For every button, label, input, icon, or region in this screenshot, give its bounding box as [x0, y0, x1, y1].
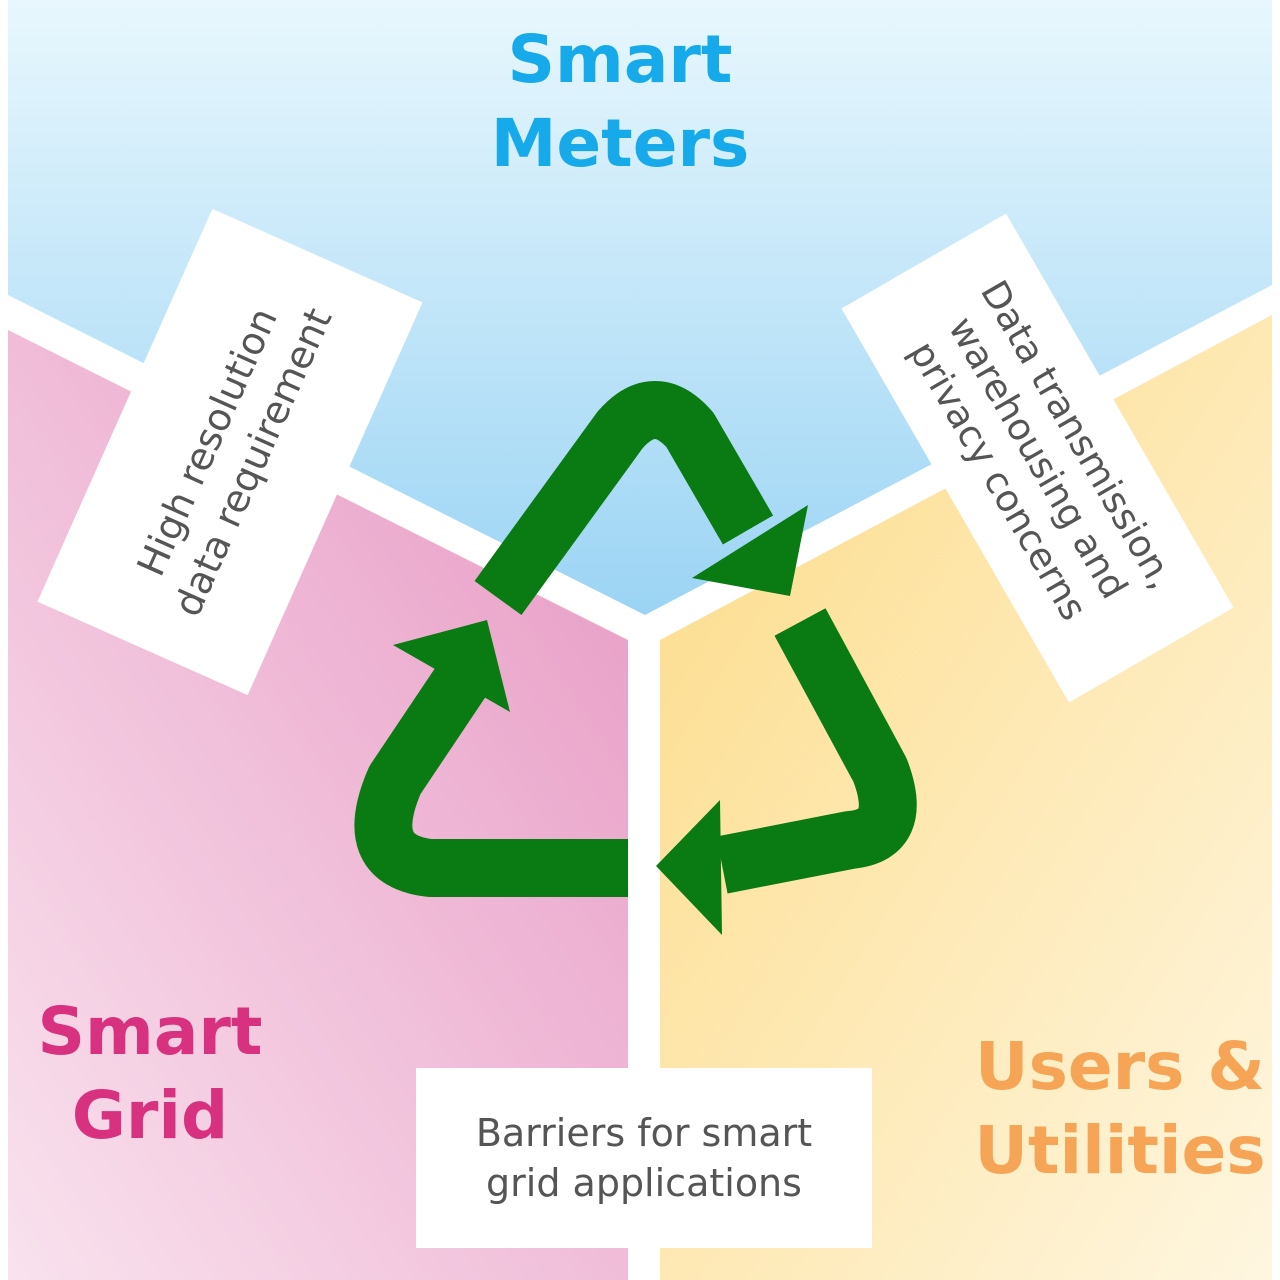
arrowhead-left — [393, 620, 510, 712]
smart-meters-heading: Smart Meters — [440, 18, 800, 186]
arrowhead-top — [692, 505, 808, 596]
recycle-arrows-icon — [354, 381, 917, 935]
smart-meters-line2: Meters — [490, 105, 750, 182]
smart-meters-line1: Smart — [507, 21, 733, 98]
smart-meters-region — [8, 0, 1272, 615]
smart-grid-heading: Smart Grid — [20, 990, 280, 1158]
users-utilities-heading: Users & Utilities — [960, 1025, 1280, 1193]
box-bottom-line2: grid applications — [486, 1161, 802, 1205]
barriers-title-box: Barriers for smart grid applications — [416, 1068, 872, 1248]
users-utilities-line2: Utilities — [974, 1112, 1266, 1189]
recycle-arm-left — [354, 663, 628, 897]
smart-grid-line2: Grid — [71, 1077, 229, 1154]
recycle-arm-right — [716, 608, 917, 894]
arrowhead-right — [656, 800, 722, 935]
users-utilities-line1: Users & — [974, 1028, 1265, 1105]
box-bottom-line1: Barriers for smart — [475, 1111, 813, 1155]
smart-grid-line1: Smart — [37, 993, 263, 1070]
recycle-arm-top — [474, 381, 774, 616]
